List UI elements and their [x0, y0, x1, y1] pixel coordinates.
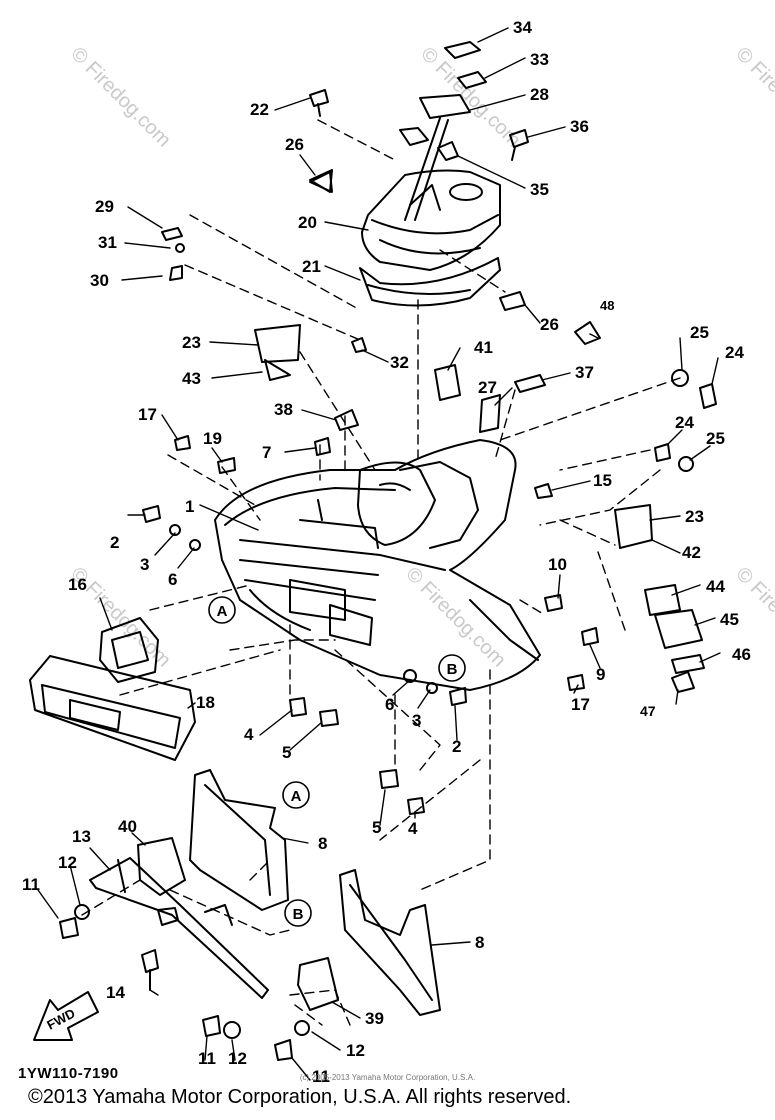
part-number-24-upper: 24 — [725, 343, 744, 362]
part-number-46: 46 — [732, 645, 751, 664]
part-number-39: 39 — [365, 1009, 384, 1028]
part-number-3-lower: 3 — [412, 711, 421, 730]
part-number-42: 42 — [682, 543, 701, 562]
part-number-12-left: 12 — [58, 853, 77, 872]
part-number-23-upper: 23 — [182, 333, 201, 352]
part-number-41: 41 — [474, 338, 493, 357]
part-number-15: 15 — [593, 471, 612, 490]
part-number-14: 14 — [106, 983, 125, 1002]
watermark-top-right: © Firedog.com — [731, 43, 775, 152]
part-number-33: 33 — [530, 50, 549, 69]
leader-lines — [37, 27, 721, 1081]
part-number-20: 20 — [298, 213, 317, 232]
part-number-11-left: 11 — [22, 875, 40, 894]
fwd-label: FWD — [44, 1006, 77, 1033]
mudflaps — [189, 769, 441, 1016]
part-number-9: 9 — [596, 665, 605, 684]
copyright-notice: ©2013 Yamaha Motor Corporation, U.S.A. A… — [28, 1086, 572, 1108]
callout-letters: A B A B — [217, 603, 458, 923]
part-number-7: 7 — [262, 443, 271, 462]
part-number-3-upper: 3 — [140, 555, 149, 574]
callout-b-lower: B — [293, 906, 304, 923]
part-number-28: 28 — [530, 85, 549, 104]
part-number-24-lower: 24 — [675, 413, 694, 432]
callout-circle-a-lower — [282, 781, 310, 809]
callout-circles — [208, 596, 466, 927]
part-number-11-right: 11 — [312, 1067, 330, 1086]
part-number-21: 21 — [302, 257, 321, 276]
part-number-36: 36 — [570, 117, 589, 136]
part-number-8-upper: 8 — [318, 834, 327, 853]
part-number-6-upper: 6 — [168, 570, 177, 589]
part-number-34: 34 — [513, 18, 532, 37]
callout-b-upper: B — [447, 661, 458, 678]
part-number-47: 47 — [640, 703, 656, 719]
part-number-1: 1 — [185, 497, 194, 516]
part-number-4-upper: 4 — [244, 725, 254, 744]
part-number-48: 48 — [600, 298, 614, 313]
part-number-5-lower: 5 — [372, 818, 381, 837]
part-number-17-upper: 17 — [138, 405, 157, 424]
part-number-22: 22 — [250, 100, 269, 119]
part-number-27: 27 — [478, 378, 497, 397]
part-number-18: 18 — [196, 693, 215, 712]
part-number-19: 19 — [203, 429, 222, 448]
watermark-top-left: © Firedog.com — [66, 43, 175, 152]
part-number-12-center: 12 — [228, 1049, 247, 1068]
forward-arrow — [33, 991, 99, 1041]
callout-a-upper: A — [217, 603, 228, 620]
part-number-29: 29 — [95, 197, 114, 216]
figure-code: 1YW110-7190 — [18, 1065, 119, 1082]
part-number-23-lower: 23 — [685, 507, 704, 526]
part-number-31: 31 — [98, 233, 117, 252]
callout-a-lower: A — [291, 788, 302, 805]
callout-circle-a-upper — [208, 596, 236, 624]
part-number-32: 32 — [390, 353, 409, 372]
seat-cover-assembly — [359, 169, 501, 307]
part-number-43: 43 — [182, 369, 201, 388]
part-number-6-lower: 6 — [385, 695, 394, 714]
part-number-2-upper: 2 — [110, 533, 119, 552]
part-number-35: 35 — [530, 180, 549, 199]
headlight-and-grille — [29, 617, 196, 761]
part-number-37: 37 — [575, 363, 594, 382]
decals — [309, 169, 705, 693]
part-number-labels: 34 33 28 36 22 26 35 29 20 31 21 30 26 4… — [22, 18, 751, 1086]
part-number-12-right: 12 — [346, 1041, 365, 1060]
part-number-25-lower: 25 — [706, 429, 725, 448]
part-number-5-upper: 5 — [282, 743, 291, 762]
part-number-8-lower: 8 — [475, 933, 484, 952]
callout-circle-b-lower — [284, 899, 312, 927]
small-copyright: (c) 2005-2013 Yamaha Motor Corporation, … — [299, 1073, 476, 1082]
part-number-4-lower: 4 — [408, 819, 418, 838]
callout-circle-b-upper — [438, 654, 466, 682]
part-number-26-lower: 26 — [540, 315, 559, 334]
part-number-2-lower: 2 — [452, 737, 461, 756]
part-number-11-center: 11 — [198, 1049, 216, 1068]
assembly-lines — [81, 119, 681, 1026]
part-number-40: 40 — [118, 817, 137, 836]
part-number-38: 38 — [274, 400, 293, 419]
part-number-10: 10 — [548, 555, 567, 574]
part-number-26-upper: 26 — [285, 135, 304, 154]
part-number-25-upper: 25 — [690, 323, 709, 342]
part-number-45: 45 — [720, 610, 739, 629]
brackets-and-arm — [89, 837, 339, 1011]
part-number-16: 16 — [68, 575, 87, 594]
part-number-13: 13 — [72, 827, 91, 846]
part-number-30: 30 — [90, 271, 109, 290]
lower-fasteners — [59, 324, 717, 1061]
part-number-17-lower: 17 — [571, 695, 590, 714]
upper-bolts — [161, 89, 529, 353]
part-number-44: 44 — [706, 577, 725, 596]
front-fender-body — [214, 439, 541, 691]
